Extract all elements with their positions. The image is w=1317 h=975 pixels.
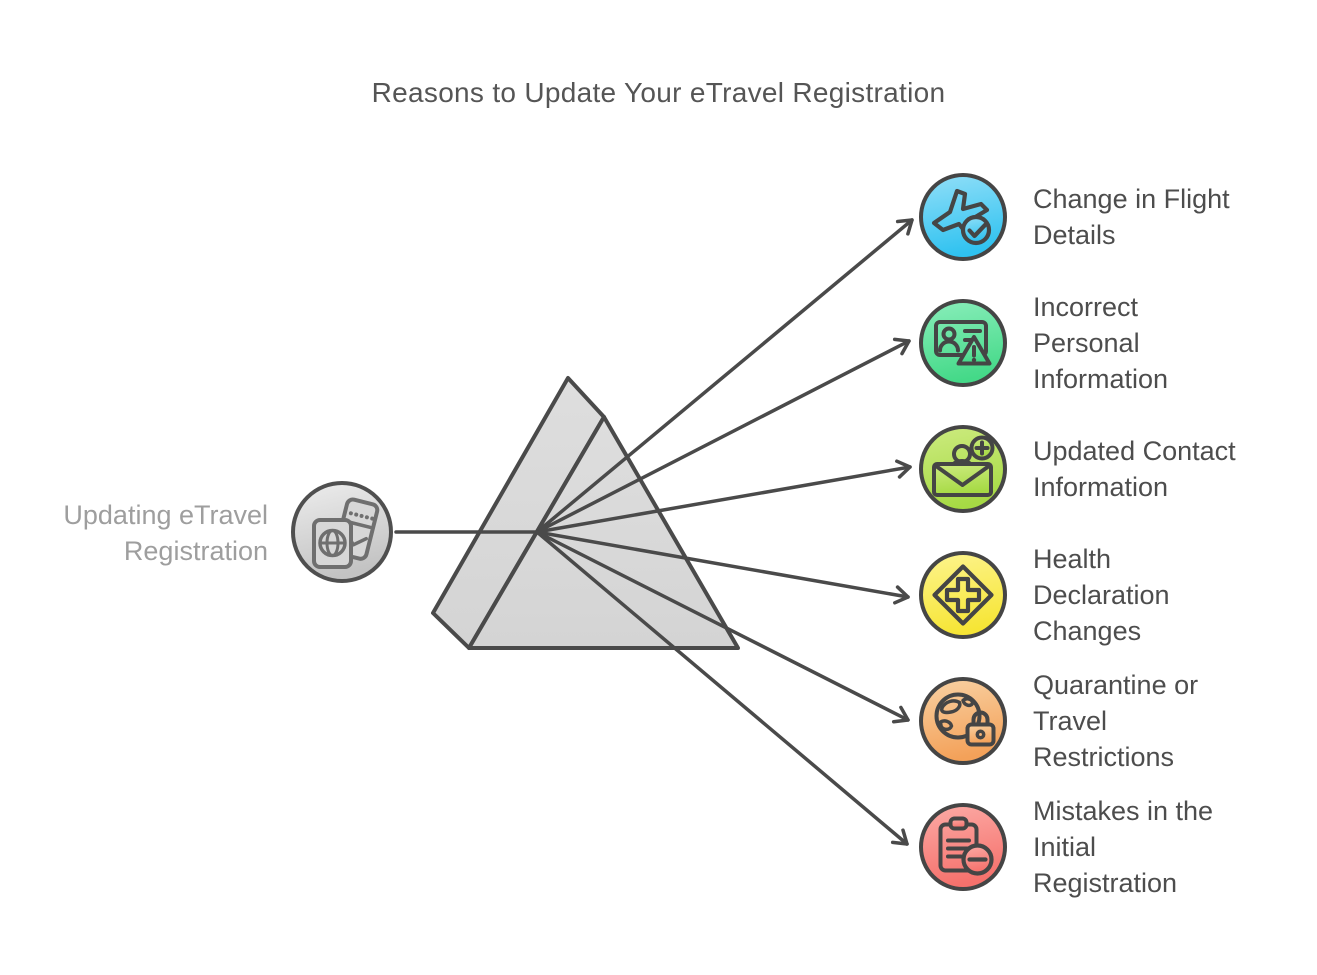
item-row-health: Health Declaration Changes [917,541,1170,649]
ray-flight [535,218,914,534]
label-line: Health [1033,544,1112,574]
ray-personal-info [535,337,911,534]
label-line: Changes [1033,616,1142,646]
item-row-quarantine: Quarantine or Travel Restrictions [917,667,1198,775]
refracted-rays [535,218,914,846]
item-label-health: Health Declaration Changes [1033,541,1170,649]
source-label: Updating eTravel Registration [38,497,268,569]
label-line: Declaration [1033,580,1170,610]
item-row-mistakes: Mistakes in the Initial Registration [917,793,1213,901]
ray-mistakes [535,530,909,846]
ray-quarantine [535,530,910,724]
item-label-personal-info: Incorrect Personal Information [1033,289,1168,397]
envelope-person-plus-icon [917,423,1009,515]
ray-health [535,530,910,605]
id-card-warning-icon [917,297,1009,389]
item-row-contact-info: Updated Contact Information [917,423,1236,515]
label-line: Restrictions [1033,742,1175,772]
item-label-quarantine: Quarantine or Travel Restrictions [1033,667,1198,775]
passport-ticket-icon [290,480,394,584]
airplane-check-icon [917,171,1009,263]
source-label-line: Updating eTravel [63,500,268,530]
item-label-flight: Change in Flight Details [1033,181,1230,253]
clipboard-minus-icon [917,801,1009,893]
label-line: Incorrect [1033,292,1139,322]
label-line: Registration [1033,868,1178,898]
label-line: Updated Contact [1033,436,1236,466]
label-line: Personal [1033,328,1140,358]
label-line: Details [1033,220,1116,250]
label-line: Change in Flight [1033,184,1230,214]
item-label-mistakes: Mistakes in the Initial Registration [1033,793,1213,901]
label-line: Information [1033,472,1169,502]
item-label-contact-info: Updated Contact Information [1033,433,1236,505]
item-row-flight: Change in Flight Details [917,171,1230,263]
label-line: Mistakes in the [1033,796,1214,826]
label-line: Travel [1033,706,1108,736]
label-line: Quarantine or [1033,670,1199,700]
source-label-line: Registration [123,536,268,566]
item-row-personal-info: Incorrect Personal Information [917,289,1168,397]
page-title: Reasons to Update Your eTravel Registrat… [371,77,946,108]
label-line: Initial [1033,832,1097,862]
label-line: Information [1033,364,1169,394]
ray-contact-info [535,459,912,534]
health-cross-icon [917,549,1009,641]
globe-lock-icon [917,675,1009,767]
